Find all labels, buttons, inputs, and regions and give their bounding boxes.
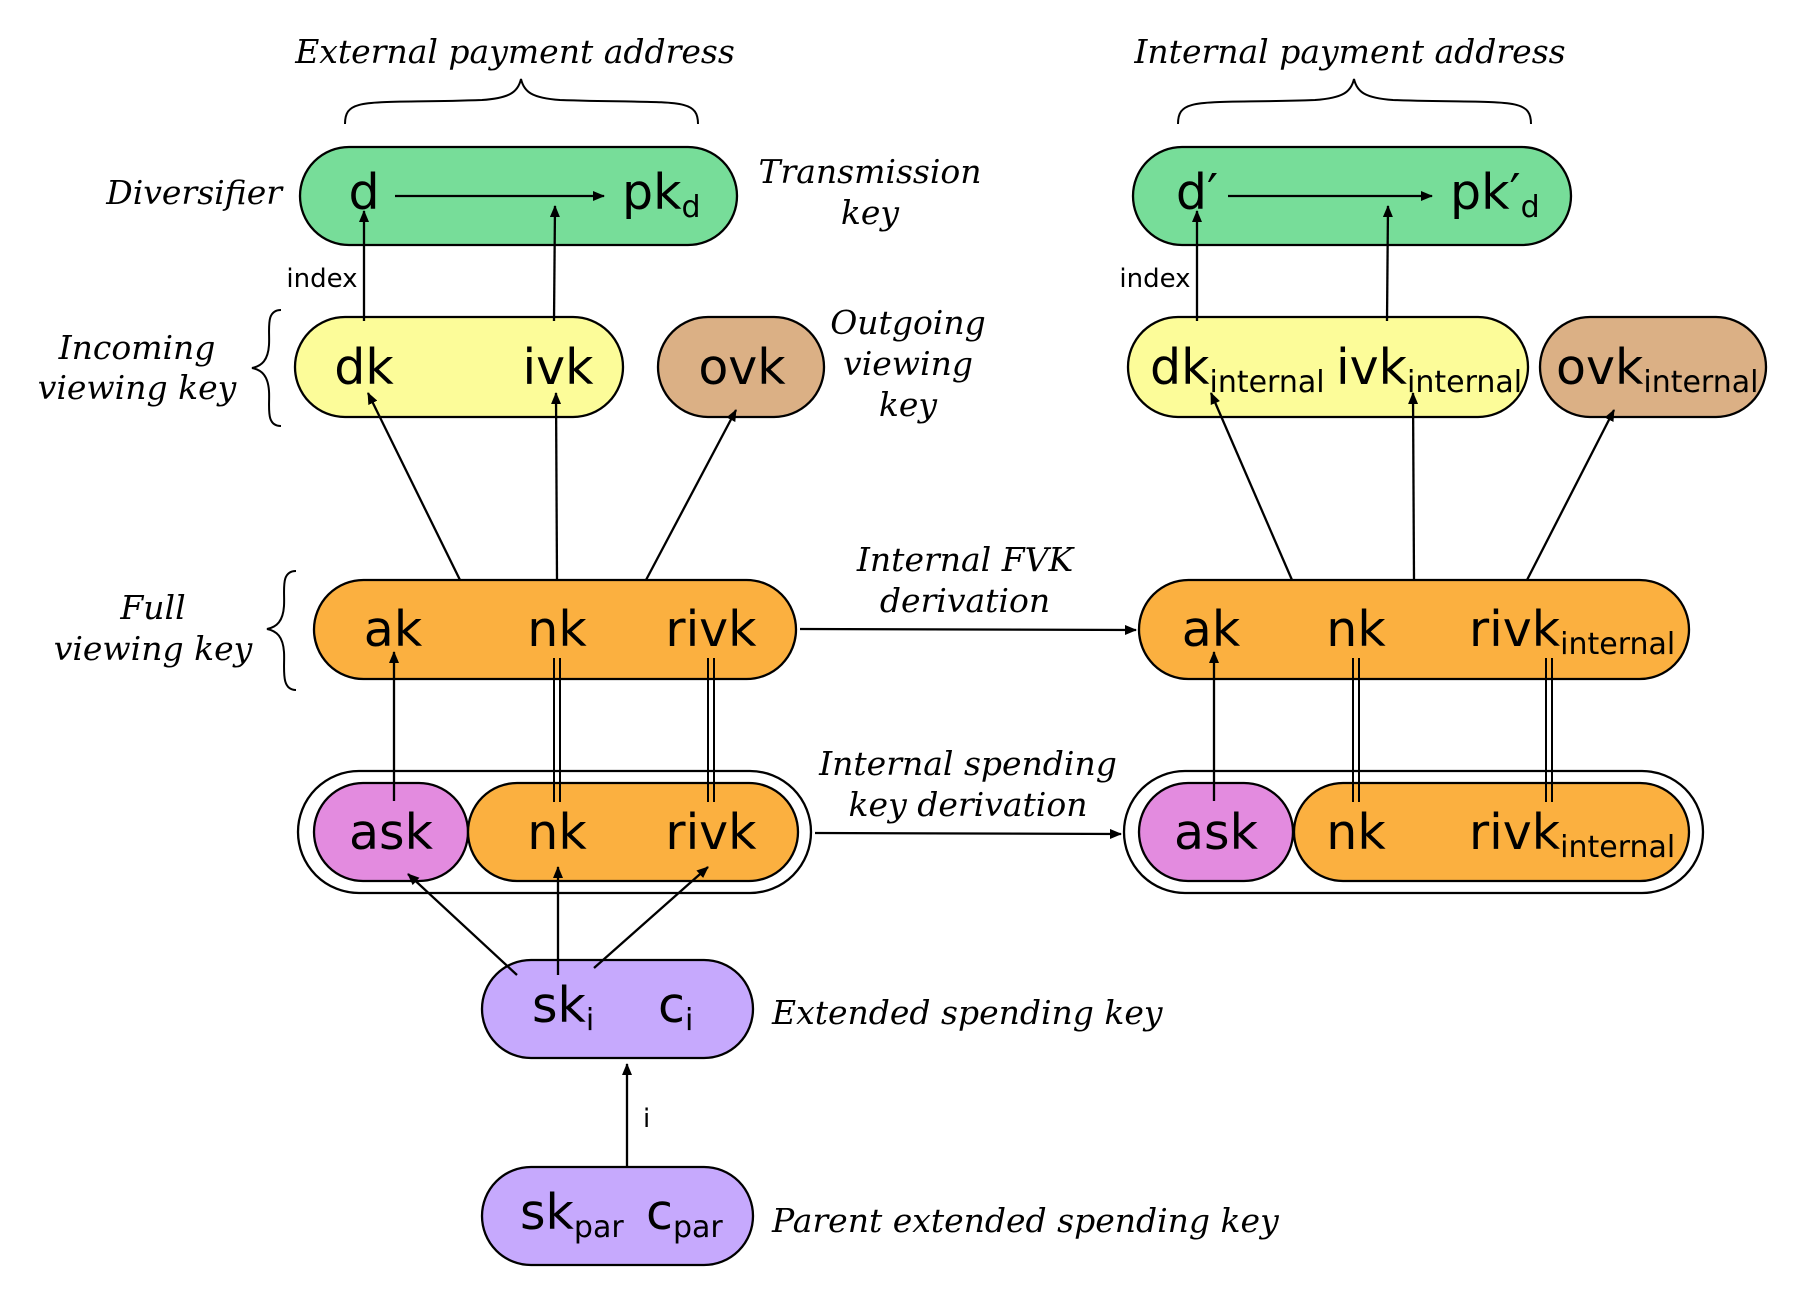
parent-c-key: cpar [646,1184,723,1245]
external-sk-orange-box [466,781,800,883]
outgoing-label-2: viewing [843,344,973,383]
sk-to-rivk-arrow [593,866,709,969]
child-index-label: i [643,1104,650,1134]
internal-ovk-key: ovkinternal [1556,339,1758,400]
fvk-to-ivk-arrow [551,392,562,581]
internal-fvk-rivk: rivkinternal [1469,601,1675,662]
external-ivk-key: ivk [523,339,595,396]
internal-fvk-to-ovk-arrow [1525,409,1616,581]
sk-derivation-label-2: key derivation [849,785,1088,824]
external-fvk-rivk: rivk [665,601,757,658]
external-dk-key: dk [334,339,394,396]
full-viewing-brace [266,570,297,691]
internal-pk-key: pk′d [1450,164,1540,225]
extended-spending-label: Extended spending key [771,993,1163,1032]
internal-fvk-to-ivk-arrow [1408,392,1419,581]
external-transmission-label-2: key [841,193,900,232]
fvk-to-dk-arrow [366,392,462,581]
internal-incoming-box [1126,315,1530,419]
external-fvk-ak: ak [364,601,423,658]
internal-fvk-nk: nk [1326,601,1386,658]
parent-spending-label: Parent extended spending key [771,1201,1279,1240]
outgoing-label-1: Outgoing [830,303,986,342]
incoming-brace [251,309,282,427]
fvk-derivation-label-2: derivation [880,581,1050,620]
sk-derivation-arrow [814,828,1122,839]
external-ask-key: ask [349,804,434,861]
fvk-to-ovk-arrow [644,409,738,581]
internal-ask-key: ask [1174,804,1259,861]
fvk-derivation-label-1: Internal FVK [856,540,1076,579]
external-pk-key: pkd [622,164,701,225]
external-address-label: External payment address [294,32,735,71]
internal-sk-nk: nk [1326,804,1386,861]
incoming-label-2: viewing key [38,368,237,407]
extended-c-key: ci [658,977,693,1038]
incoming-label-1: Incoming [58,328,216,367]
fvk-derivation-arrow [799,624,1137,635]
full-viewing-label-1: Full [119,588,185,627]
outgoing-label-3: key [879,385,938,424]
extended-sk-key: ski [532,977,594,1038]
full-viewing-label-2: viewing key [54,629,253,668]
sk-to-ask-arrow [407,873,518,976]
external-sk-rivk: rivk [665,804,757,861]
internal-ivk-to-pk-arrow [1382,205,1393,322]
internal-fvk-ak: ak [1182,601,1241,658]
external-diversifier-label: Diversifier [105,173,284,212]
external-sk-nk: nk [527,804,587,861]
extended-spending-box [480,958,755,1060]
external-index-label: index [286,264,357,294]
external-outgoing-box [656,315,826,419]
external-fvk-nk: nk [527,601,587,658]
internal-address-brace [1177,78,1532,125]
parent-spending-box [480,1165,755,1267]
external-incoming-box [293,315,625,419]
external-ovk-key: ovk [698,339,786,396]
internal-ivk-key: ivkinternal [1336,339,1522,400]
sk-derivation-label-1: Internal spending [818,744,1117,783]
internal-sk-rivk: rivkinternal [1469,804,1675,865]
internal-dk-key: dkinternal [1150,339,1325,400]
internal-sk-orange-box [1292,781,1691,883]
internal-outgoing-box [1538,315,1768,419]
external-transmission-label-1: Transmission [758,152,981,191]
internal-address-label: Internal payment address [1133,32,1565,71]
parent-sk-key: skpar [520,1184,624,1245]
internal-index-label: index [1119,264,1190,294]
external-ivk-to-pk-arrow [549,205,560,322]
internal-fvk-to-dk-arrow [1209,392,1294,581]
external-address-brace [344,78,699,125]
